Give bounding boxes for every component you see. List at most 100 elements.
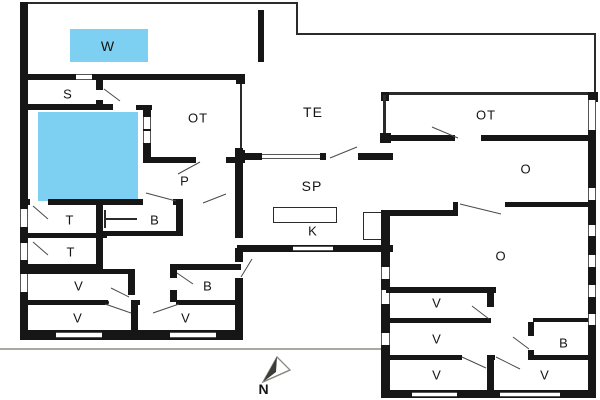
wall-segment — [226, 157, 238, 163]
window — [143, 131, 151, 143]
wall-segment — [170, 264, 241, 270]
wall-segment — [20, 269, 134, 274]
door-swing-line — [329, 146, 358, 159]
room-label-b-mid: B — [203, 278, 213, 294]
door-swing-line — [176, 272, 194, 285]
wall-segment — [20, 199, 30, 205]
wall-segment — [20, 74, 245, 80]
door-swing-line — [459, 203, 502, 215]
door-swing-line — [32, 205, 49, 220]
wall-segment — [96, 236, 103, 269]
door-swing-line — [461, 356, 487, 369]
wall-segment — [170, 270, 177, 278]
window — [381, 290, 390, 304]
wall-segment — [96, 199, 103, 236]
wall-segment — [453, 202, 458, 216]
window — [588, 225, 596, 236]
room-label-v-right-2: V — [432, 331, 442, 347]
window — [143, 117, 151, 129]
door-swing-line — [110, 287, 130, 298]
room-label-ot-right: OT — [475, 107, 497, 123]
room-label-k: K — [308, 223, 318, 239]
window — [170, 332, 216, 338]
wall-segment — [258, 10, 264, 62]
compass-north-icon — [261, 355, 292, 384]
swimming-pool — [38, 112, 138, 201]
room-label-b-top: B — [150, 212, 160, 228]
wall-segment — [20, 300, 108, 305]
wall-segment — [383, 135, 455, 141]
room-label-v-right-1: V — [432, 295, 442, 311]
wall-segment — [143, 157, 196, 163]
room-label-v-left-1: V — [74, 278, 84, 294]
window — [20, 243, 28, 260]
room-label-b-right: B — [559, 335, 569, 351]
wall-segment — [20, 233, 107, 238]
room-label-ot-left: OT — [187, 110, 209, 126]
door-swing-line — [512, 336, 530, 350]
window — [381, 333, 390, 345]
window — [76, 74, 92, 80]
window — [293, 246, 333, 251]
wall-segment — [237, 153, 262, 160]
wall-segment — [383, 95, 386, 135]
door-swing-line — [145, 192, 177, 202]
wall-segment — [505, 202, 588, 207]
wall-segment — [96, 100, 103, 106]
wall-segment — [20, 330, 241, 340]
wall-segment — [481, 135, 588, 141]
room-label-v-right-4: V — [540, 367, 550, 383]
wall-segment — [487, 355, 494, 397]
room-label-te: TE — [303, 104, 323, 120]
wall-segment — [128, 269, 135, 295]
window — [56, 332, 102, 338]
wall-segment — [588, 92, 596, 397]
wall-segment — [235, 148, 243, 238]
boundary-line — [296, 2, 298, 35]
door-swing-line — [177, 161, 201, 175]
wall-segment — [358, 153, 393, 160]
door-swing-line — [103, 88, 121, 102]
wall-segment — [235, 278, 243, 340]
door-swing-line — [202, 193, 227, 204]
room-label-o-upper: O — [520, 161, 532, 177]
room-label-s: S — [63, 86, 73, 102]
window — [588, 255, 596, 267]
boundary-line — [20, 2, 298, 4]
door-swing-line — [495, 356, 521, 370]
water-area-w — [70, 29, 148, 62]
wall-segment — [20, 2, 28, 340]
door-hinge — [104, 300, 109, 305]
room-label-w: W — [100, 38, 116, 54]
wall-segment — [236, 74, 245, 84]
boundary-line — [296, 33, 596, 35]
window — [588, 100, 596, 130]
wall-segment — [176, 300, 241, 305]
bathroom-fixture-line — [104, 218, 137, 220]
window — [588, 285, 596, 297]
ground-line — [0, 348, 383, 350]
window — [588, 188, 596, 200]
wall-segment — [240, 84, 242, 150]
door-swing-line — [104, 303, 132, 314]
kitchen-counter — [273, 207, 337, 223]
door-swing-line — [240, 258, 253, 278]
wall-segment — [528, 350, 534, 358]
room-label-t-lower: T — [66, 244, 76, 260]
room-label-v-left-3: V — [181, 310, 191, 326]
wall-segment — [386, 287, 496, 293]
boundary-line — [594, 33, 596, 94]
wall-segment — [100, 231, 183, 236]
wall-segment — [20, 264, 103, 269]
wall-segment — [96, 80, 103, 90]
window — [412, 392, 457, 397]
window — [588, 314, 596, 325]
room-label-p: P — [180, 173, 190, 189]
compass-north-label: N — [258, 381, 270, 397]
wall-segment — [528, 322, 534, 336]
window — [500, 392, 560, 397]
door-swing-line — [471, 305, 490, 320]
wall-segment — [528, 355, 588, 360]
